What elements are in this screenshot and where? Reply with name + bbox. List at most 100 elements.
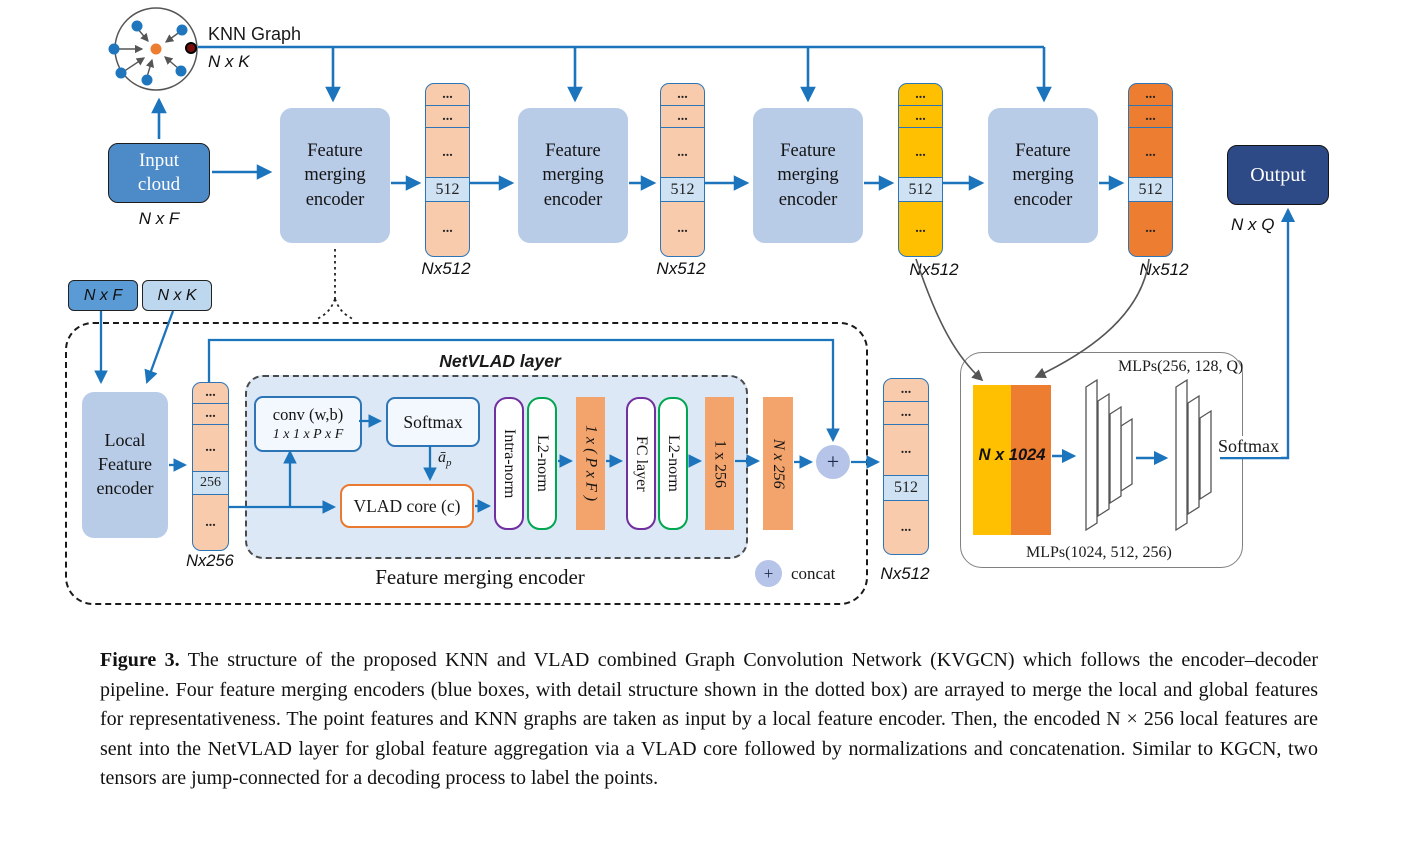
decoder-mlps-bottom-label: MLPs(1024, 512, 256) xyxy=(1026,544,1172,561)
figure-caption: Figure 3. The structure of the proposed … xyxy=(100,646,1318,794)
bar-ellipsis: ... xyxy=(1129,106,1172,128)
detail-tensor-bar-256: ... ... ... 256 ... xyxy=(192,382,229,551)
bar-ellipsis: ... xyxy=(884,425,928,476)
detail-output-bar-dim: Nx512 xyxy=(880,564,930,583)
detail-bar-256-dim: Nx256 xyxy=(186,552,234,570)
bar-2-dim: Nx512 xyxy=(656,259,706,278)
bar-3-dim: Nx512 xyxy=(909,260,959,279)
tensor-bar-1: ... ... ... 512 ... xyxy=(425,83,470,257)
bar-ellipsis: ... xyxy=(661,128,704,178)
decoder-tensor-orange xyxy=(1011,385,1051,535)
stage-l2-norm-1: L2-norm xyxy=(527,397,557,530)
plus-icon: + xyxy=(763,563,774,583)
bar-1-dim: Nx512 xyxy=(421,259,471,278)
bar-ellipsis: ... xyxy=(1129,128,1172,178)
conv-label-1: conv (w,b) xyxy=(272,404,344,424)
input-cloud-label: Input cloud xyxy=(137,149,181,195)
stage-label: L2-norm xyxy=(665,435,682,492)
bar-ellipsis: ... xyxy=(899,106,942,128)
encoder-3-label: Feature merging encoder xyxy=(777,140,839,210)
bar-ellipsis: ... xyxy=(426,128,469,178)
bar-512-cell: 512 xyxy=(1129,178,1172,202)
detail-box-title: Feature merging encoder xyxy=(375,565,585,589)
output-box: Output xyxy=(1227,145,1329,205)
input-cloud-dim: N x F xyxy=(138,209,180,228)
concat-plus-node: + xyxy=(816,445,850,479)
bar-ellipsis: ... xyxy=(661,106,704,128)
stage-l2-norm-2: L2-norm xyxy=(658,397,688,530)
bar-ellipsis: ... xyxy=(677,221,688,236)
stage-label: 1 x 256 xyxy=(711,439,729,488)
legend-plus-icon: + xyxy=(755,560,782,587)
bar-ellipsis: ... xyxy=(193,383,228,404)
stage-label: 1 x ( P x F ) xyxy=(582,425,600,502)
output-dim: N x Q xyxy=(1231,215,1275,234)
vlad-core-label: VLAD core (c) xyxy=(353,495,461,516)
bar-512-cell: 512 xyxy=(661,178,704,202)
netvlad-layer-title: NetVLAD layer xyxy=(439,351,561,371)
encoder-1-label: Feature merging encoder xyxy=(304,140,366,210)
bar-512-cell: 512 xyxy=(899,178,942,202)
encoder-4-label: Feature merging encoder xyxy=(1012,140,1074,210)
stage-label: FC layer xyxy=(633,435,650,492)
stage-1x256: 1 x 256 xyxy=(705,397,734,530)
legend-concat-label: concat xyxy=(791,564,836,583)
stage-label: N x 256 xyxy=(770,438,787,489)
stage-intra-norm: Intra-norm xyxy=(494,397,524,530)
bar-ellipsis: ... xyxy=(426,106,469,128)
stage-fc-layer: FC layer xyxy=(626,397,656,530)
knn-graph-label: KNN Graph xyxy=(208,24,302,44)
encoder-2-label: Feature merging encoder xyxy=(542,140,604,210)
bar-ellipsis: ... xyxy=(661,84,704,106)
bar-ellipsis: ... xyxy=(205,514,216,530)
bar-ellipsis: ... xyxy=(884,379,928,402)
local-feature-encoder-label: Local Feature encoder xyxy=(96,430,154,498)
stage-1xpxf: 1 x ( P x F ) xyxy=(576,397,605,530)
bar-ellipsis: ... xyxy=(1129,84,1172,106)
decoder-tensor-yellow xyxy=(973,385,1011,535)
tensor-bar-3: ... ... ... 512 ... xyxy=(898,83,943,257)
stage-label: Intra-norm xyxy=(501,428,518,499)
feature-merging-encoder-1: Feature merging encoder xyxy=(280,108,390,243)
bar-256-cell: 256 xyxy=(193,472,228,495)
feature-merging-encoder-3: Feature merging encoder xyxy=(753,108,863,243)
bar-4-dim: Nx512 xyxy=(1139,260,1189,279)
local-feature-encoder-box: Local Feature encoder xyxy=(82,392,168,538)
bar-ellipsis: ... xyxy=(899,128,942,178)
stage-label: L2-norm xyxy=(534,435,551,492)
softmax-label: Softmax xyxy=(403,411,463,432)
tensor-bar-4: ... ... ... 512 ... xyxy=(1128,83,1173,257)
bar-ellipsis: ... xyxy=(900,519,912,535)
alpha-sub: p xyxy=(446,457,452,470)
bar-ellipsis: ... xyxy=(193,425,228,472)
feature-merging-encoder-4: Feature merging encoder xyxy=(988,108,1098,243)
bar-ellipsis: ... xyxy=(899,84,942,106)
figure-caption-text: The structure of the proposed KNN and VL… xyxy=(100,649,1318,789)
conv-label-2: 1 x 1 x P x F xyxy=(272,426,344,442)
detail-output-bar: ... ... ... 512 ... xyxy=(883,378,929,555)
knn-graph-icon xyxy=(108,7,198,91)
bar-512-cell: 512 xyxy=(426,178,469,202)
bar-ellipsis: ... xyxy=(1145,221,1156,236)
feature-merging-encoder-2: Feature merging encoder xyxy=(518,108,628,243)
decoder-tensor-dim: N x 1024 xyxy=(978,446,1046,464)
plus-icon: + xyxy=(826,449,840,474)
alpha-p-label: āp xyxy=(438,449,452,469)
bar-ellipsis: ... xyxy=(426,84,469,106)
input-cloud-box: Input cloud xyxy=(108,143,210,203)
softmax-box: Softmax xyxy=(386,397,480,447)
knn-graph-dim: N x K xyxy=(208,52,250,71)
tensor-bar-2: ... ... ... 512 ... xyxy=(660,83,705,257)
bar-ellipsis: ... xyxy=(915,221,926,236)
conv-box: conv (w,b) 1 x 1 x P x F xyxy=(254,396,362,452)
output-label: Output xyxy=(1250,163,1306,186)
alpha-base: ā xyxy=(438,449,446,466)
bar-512-cell: 512 xyxy=(884,476,928,501)
figure-caption-number: Figure 3. xyxy=(100,649,180,671)
detail-zoom-fork xyxy=(316,249,354,320)
stage-nx256: N x 256 xyxy=(763,397,793,530)
decoder-mlps-top-label: MLPs(256, 128, Q) xyxy=(1118,358,1244,375)
bar-ellipsis: ... xyxy=(193,404,228,425)
decoder-softmax-label: Softmax xyxy=(1216,436,1281,457)
